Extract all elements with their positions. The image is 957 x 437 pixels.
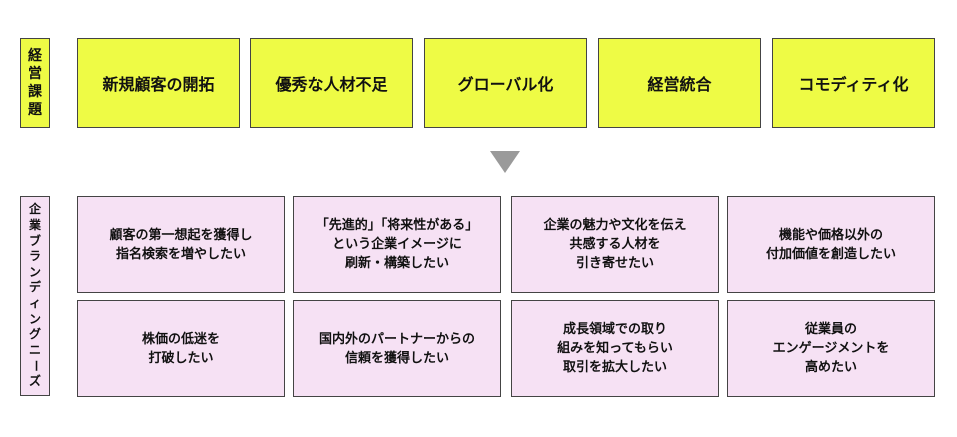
needs-label-char: グ: [28, 327, 41, 342]
issues-label: 経 営 課 題: [20, 38, 50, 128]
need-text: 機能や価格以外の 付加価値を創造したい: [765, 227, 896, 262]
needs-label-char: 業: [28, 218, 41, 233]
needs-label-char: ン: [28, 311, 41, 326]
need-text: 顧客の第一想起を獲得し 指名検索を増やしたい: [109, 227, 253, 262]
need-text: 国内外のパートナーからの 信頼を獲得したい: [318, 331, 475, 366]
need-expand-business: 成長領域での取り 組みを知ってもらい 取引を拡大したい: [511, 300, 719, 397]
needs-label-char: 企: [28, 202, 41, 217]
down-arrow-icon: [490, 151, 520, 173]
issue-text: 優秀な人材不足: [275, 75, 388, 94]
needs-label-char: ィ: [28, 296, 41, 310]
issue-talent-shortage: 優秀な人材不足: [250, 38, 413, 128]
needs-label-char: ー: [28, 360, 43, 373]
need-corporate-image: 「先進的」「将来性がある」 という企業イメージに 刷新・構築したい: [293, 196, 501, 293]
issues-label-char: 題: [28, 102, 42, 118]
needs-label-char: ン: [28, 264, 41, 279]
issues-label-char: 営: [28, 66, 42, 82]
need-employee-engagement: 従業員の エンゲージメントを 高めたい: [727, 300, 935, 397]
need-text: 企業の魅力や文化を伝え 共感する人材を 引き寄せたい: [543, 218, 687, 271]
issue-text: 経営統合: [647, 75, 712, 94]
need-text: 株価の低迷を 打破したい: [141, 331, 220, 366]
need-stock-price: 株価の低迷を 打破したい: [77, 300, 285, 397]
need-attract-talent: 企業の魅力や文化を伝え 共感する人材を 引き寄せたい: [511, 196, 719, 293]
issue-text: グローバル化: [457, 75, 554, 94]
issue-text: コモディティ化: [798, 75, 909, 94]
issue-integration: 経営統合: [598, 38, 761, 128]
need-text: 成長領域での取り 組みを知ってもらい 取引を拡大したい: [557, 322, 673, 375]
issue-text: 新規顧客の開拓: [102, 75, 215, 94]
need-text: 従業員の エンゲージメントを 高めたい: [772, 322, 890, 375]
issue-commoditization: コモディティ化: [772, 38, 935, 128]
need-added-value: 機能や価格以外の 付加価値を創造したい: [727, 196, 935, 293]
needs-label: 企 業 ブ ラ ン デ ィ ン グ ニ ー ズ: [20, 196, 50, 396]
needs-label-char: ニ: [28, 342, 41, 357]
issues-label-char: 経: [28, 48, 42, 64]
need-partner-trust: 国内外のパートナーからの 信頼を獲得したい: [293, 300, 501, 397]
needs-label-char: ラ: [28, 249, 41, 264]
needs-label-char: ブ: [28, 233, 41, 248]
issues-label-char: 課: [28, 84, 42, 100]
needs-label-char: デ: [28, 280, 41, 295]
issue-new-customers: 新規顧客の開拓: [77, 38, 240, 128]
need-text: 「先進的」「将来性がある」 という企業イメージに 刷新・構築したい: [315, 218, 479, 271]
need-first-recall: 顧客の第一想起を獲得し 指名検索を増やしたい: [77, 196, 285, 293]
issue-globalization: グローバル化: [424, 38, 587, 128]
needs-label-char: ズ: [28, 373, 41, 388]
